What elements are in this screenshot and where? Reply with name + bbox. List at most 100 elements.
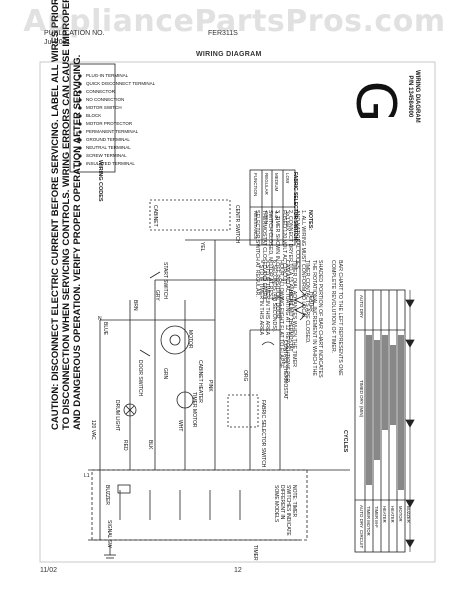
fabric-table-title: FABRIC SELECTOR SWITCH <box>292 172 298 241</box>
bar-heater-2 <box>390 345 396 425</box>
fabric-table-cell: REGULAR <box>263 173 269 195</box>
cycles-title: CYCLES <box>342 430 348 453</box>
label-buzzer: BUZZER <box>104 485 110 505</box>
label-yel: YEL <box>199 242 205 252</box>
revision-letter: G <box>344 80 408 123</box>
cycle-bars <box>366 335 404 490</box>
circuit-row-label: MOTOR <box>398 506 403 522</box>
bar-note-line: THE ROTATIONAL INCREMENT IN WHICH THE <box>310 260 317 376</box>
wiring-code-item: NO CONNECTION <box>86 97 125 102</box>
cycle-column-label: AUTO DRY <box>359 295 364 319</box>
start-switch-symbol <box>149 271 161 279</box>
fabric-selector-table <box>249 169 296 246</box>
circuit-row-label: HEATER <box>390 506 395 523</box>
publication-date: Jul 2001 <box>44 39 71 46</box>
control-thermostat-symbol <box>261 341 275 346</box>
bar-timer-mf <box>374 340 380 460</box>
bar-note-line: 6 SECONDS (4.5 SECONDS). <box>271 260 278 333</box>
wiring-code-item: INSULATED TERMINAL <box>86 161 135 166</box>
page-frame <box>39 61 436 563</box>
wiring-code-item: SCREW TERMINAL <box>86 153 127 158</box>
bar-note-line: SHADED PORTION OF BAR CHART INDICATES <box>317 260 324 378</box>
label-wht: WHT <box>177 420 183 432</box>
wiring-code-item: BLOCK <box>86 113 102 118</box>
wiring-code-item: NEUTRAL TERMINAL <box>86 145 131 150</box>
circuit-row-label: HEATER <box>382 506 387 523</box>
footer-date: 11/02 <box>40 567 57 574</box>
circuit-row-label: BUZZER <box>406 506 411 523</box>
label-signal-sw: SIGNAL SW <box>106 520 112 548</box>
bar-motor <box>398 335 404 490</box>
wiring-code-item: MOTOR SWITCH <box>86 105 122 110</box>
wiring-codes-box <box>69 63 116 173</box>
timer-note-line: SOME MODELS <box>273 485 279 523</box>
fabric-switch-block <box>227 394 259 428</box>
label-timer: TIMER <box>252 545 258 561</box>
circuit-row-label: TIMER M-F <box>374 506 379 528</box>
wiring-code-item: PERMANENT TERMINAL <box>86 129 139 134</box>
cabinet-block <box>149 199 231 231</box>
bar-note-line: = STD IF TIMER IN THIS AREA <box>264 260 271 336</box>
bar-timer-motor <box>366 335 372 485</box>
wiring-code-item: CONNECTOR <box>86 89 115 94</box>
label-blue: BLUE <box>102 322 108 336</box>
bar-note-line <box>323 260 330 382</box>
code-symbol <box>78 74 82 78</box>
caution-text: CAUTION: DISCONNECT ELECTRIC CURRENT BEF… <box>50 0 83 430</box>
high-limit-symbol <box>271 296 285 301</box>
label-supply: 120 VAC <box>90 420 96 440</box>
label-gry: GRY <box>154 290 160 301</box>
fabric-table-cell: MEDIUM <box>274 173 279 192</box>
heater-symbol <box>294 289 306 321</box>
label-grn: GRN <box>162 368 168 380</box>
label-drum-light: DRUM LIGHT <box>114 400 120 432</box>
label-n: N <box>98 316 102 322</box>
bar-heater-1 <box>382 335 388 430</box>
label-pink: PINK <box>207 380 213 392</box>
circuit-header: CIRCUIT <box>359 530 364 549</box>
label-motor: MOTOR <box>187 330 193 349</box>
cycle-column-label: TIMED DRY (MIN) <box>359 380 364 418</box>
motor-symbol <box>160 325 190 355</box>
wiring-code-item: GROUND TERMINAL <box>86 137 130 142</box>
fabric-table-cell: FUNCTION <box>253 173 258 197</box>
doc-label: WIRING DIAGRAM P/N 134584000 <box>407 70 420 123</box>
drum-light-symbol <box>123 403 137 417</box>
fabric-table-cell: 10.1 MAX <box>284 211 290 231</box>
label-start-switch: START SWITCH <box>162 262 168 299</box>
wiring-code-item: MOTOR PROTECTOR <box>86 121 133 126</box>
page-number: 12 <box>234 567 242 574</box>
publication-label: PUBLICATION NO. <box>44 30 105 37</box>
bar-note-line: BAR CHART TO THE LEFT REPRESENTS ONE <box>337 260 343 376</box>
label-cabinet: CABINET <box>152 205 158 227</box>
label-red: RED <box>122 440 128 451</box>
label-heater: HEATER <box>308 292 314 312</box>
wiring-code-item: QUICK DISCONNECT TERMINAL <box>86 81 156 86</box>
fabric-table-cell: OPEN <box>263 211 269 224</box>
arrow-marker <box>405 299 415 308</box>
bar-note-line: COMPLETE REVOLUTION OF TIMER. <box>330 260 337 354</box>
fabric-table-cell: RESISTANCE <box>253 211 258 240</box>
buzzer-symbol <box>117 484 131 494</box>
label-brn: BRN <box>132 300 138 311</box>
page-title: WIRING DIAGRAM <box>196 51 262 58</box>
label-blk: BLK <box>147 440 153 450</box>
label-org: ORG <box>242 370 248 382</box>
motor-rotor <box>169 334 181 346</box>
wiring-codes-title: WIRING CODES <box>97 160 103 202</box>
cycles-chart <box>354 289 406 553</box>
label-fabric-switch: FABRIC SELECTOR SWITCH <box>260 400 266 468</box>
model-number: FER311S <box>208 30 238 37</box>
label-cabinet-heater: CABINET HEATER <box>197 360 203 403</box>
label-door-switch: DOOR SWITCH <box>137 360 143 397</box>
bar-note-line: = STD IF TIMER IN THIS AREA <box>257 260 264 336</box>
cycle-column-label: AUTO DRY <box>359 505 364 529</box>
circuit-row-label: TIMER MOTOR <box>366 506 371 536</box>
door-switch-symbol <box>139 349 151 357</box>
label-centrifugal: CENTR SWITCH <box>234 205 240 244</box>
label-l1: L1 <box>84 473 90 479</box>
timer-motor-symbol <box>176 391 194 409</box>
